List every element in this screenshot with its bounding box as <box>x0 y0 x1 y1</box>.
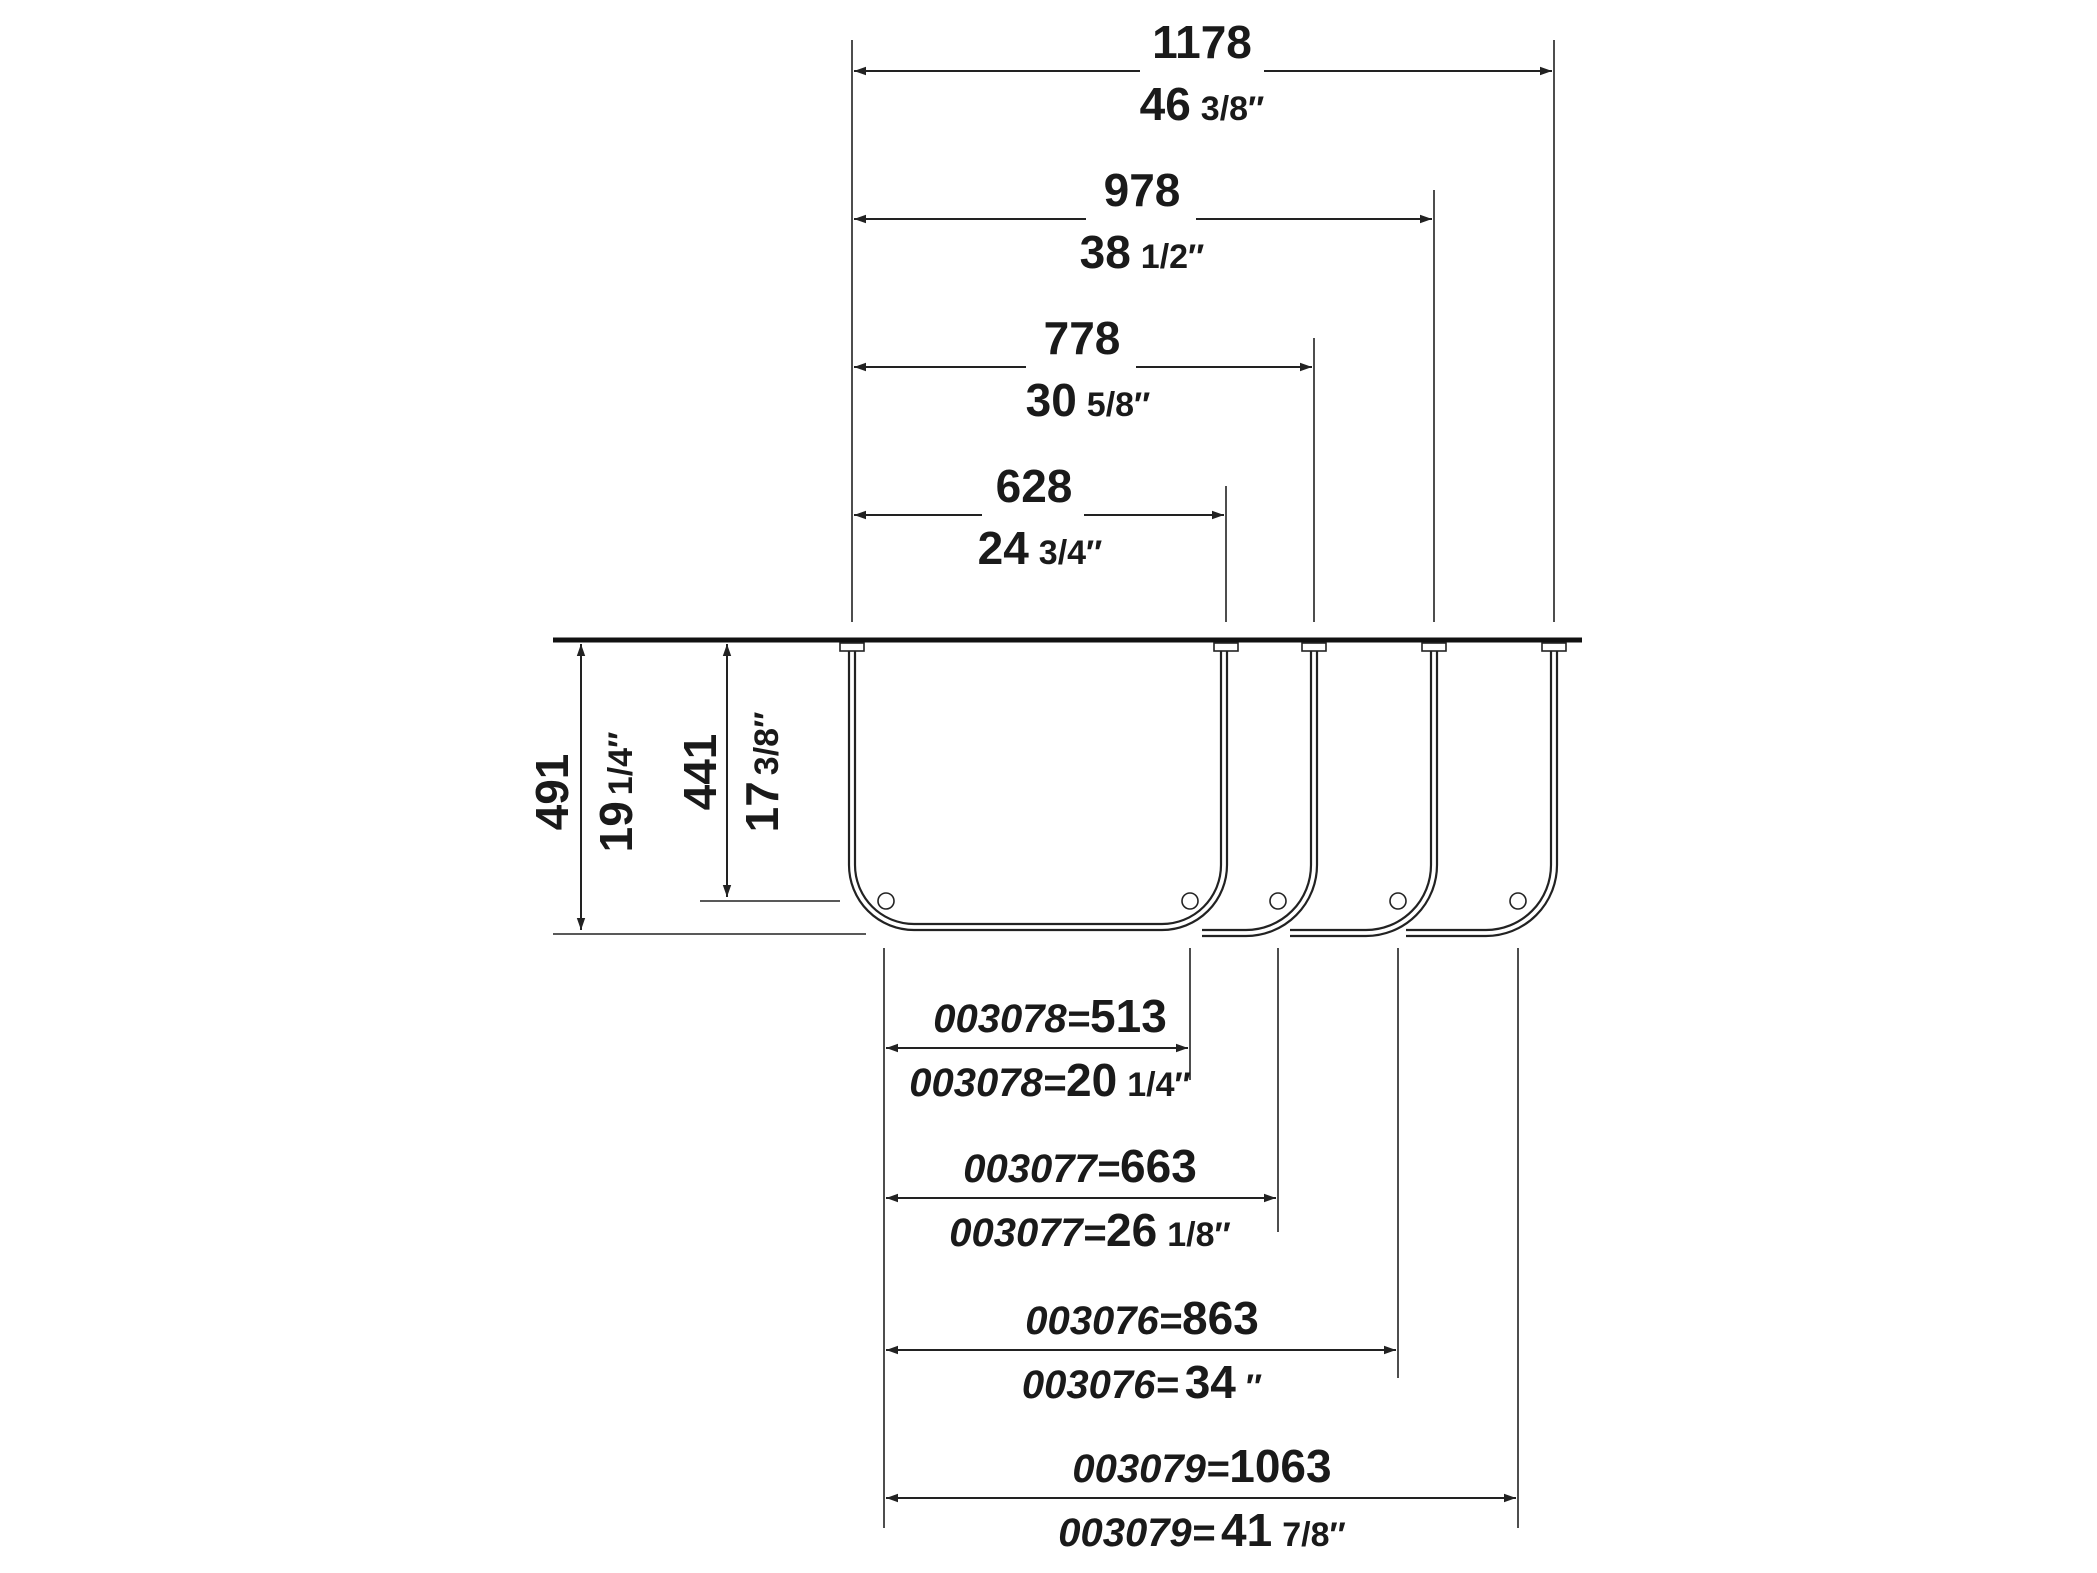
variant-dimension-003076: 003076=863 003076=34″ <box>886 1292 1396 1408</box>
top-extension-lines <box>851 40 1555 622</box>
height-491-inch: 191/4″ <box>590 732 642 853</box>
variant-003077-mm: 003077=663 <box>963 1140 1197 1192</box>
width-778-mm: 778 <box>1044 312 1121 364</box>
width-978-mm: 978 <box>1104 164 1181 216</box>
rail-profile-778 <box>1202 651 1319 938</box>
variant-003076-inch: 003076=34″ <box>1022 1356 1262 1408</box>
height-dimension-491: 491 191/4″ <box>526 644 866 935</box>
rail-profile-978 <box>1290 651 1439 938</box>
rail-profile-628 <box>847 651 1229 932</box>
height-491-mm: 491 <box>526 754 578 831</box>
height-441-inch: 173/8″ <box>736 712 788 833</box>
height-441-mm: 441 <box>674 734 726 811</box>
width-1178-mm: 1178 <box>1152 16 1252 68</box>
variant-003078-mm: 003078=513 <box>933 990 1167 1042</box>
variant-003076-mm: 003076=863 <box>1025 1292 1259 1344</box>
variant-003079-mm: 003079=1063 <box>1072 1440 1331 1492</box>
width-628-mm: 628 <box>996 460 1073 512</box>
bottom-extension-lines <box>883 948 1519 1528</box>
mounting-brackets <box>839 642 1567 652</box>
height-dimension-441: 441 173/8″ <box>674 644 840 902</box>
rail-profile-1178 <box>1406 651 1559 938</box>
